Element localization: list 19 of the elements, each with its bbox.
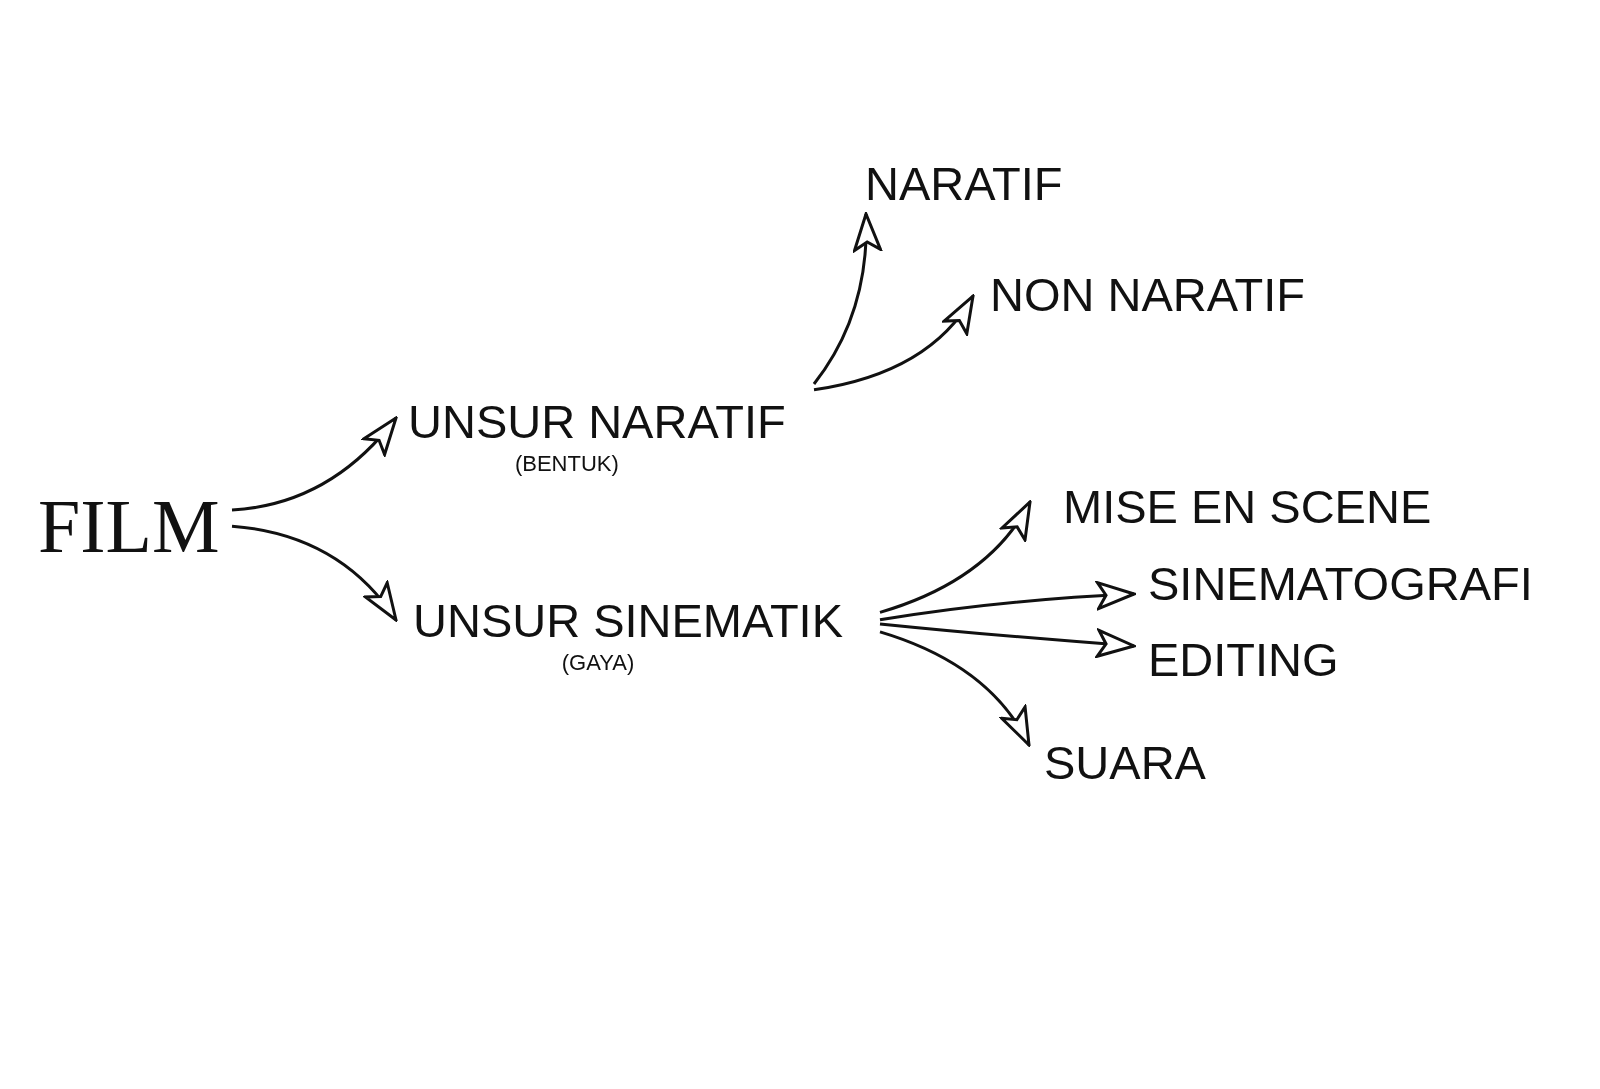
node-subtitle: (BENTUK) bbox=[514, 453, 619, 475]
curved-arrow bbox=[812, 212, 882, 385]
node-label: FILM bbox=[38, 488, 220, 564]
node-label: SUARA bbox=[1044, 739, 1206, 786]
node-label: UNSUR SINEMATIK bbox=[413, 597, 843, 644]
node-subtitle: (GAYA) bbox=[561, 652, 635, 674]
node-label: NON NARATIF bbox=[990, 271, 1306, 318]
curved-arrow bbox=[879, 581, 1136, 622]
node-label: EDITING bbox=[1148, 636, 1339, 683]
curved-arrow bbox=[231, 524, 398, 622]
curved-arrow bbox=[879, 630, 1031, 747]
curved-arrow bbox=[813, 294, 975, 392]
node-label: SINEMATOGRAFI bbox=[1148, 560, 1533, 607]
node-label: MISE EN SCENE bbox=[1063, 483, 1432, 530]
node-label: UNSUR NARATIF bbox=[408, 398, 786, 445]
node-label: NARATIF bbox=[865, 160, 1063, 207]
curved-arrow bbox=[879, 500, 1032, 614]
curved-arrow bbox=[231, 416, 398, 512]
curved-arrow bbox=[879, 622, 1136, 658]
